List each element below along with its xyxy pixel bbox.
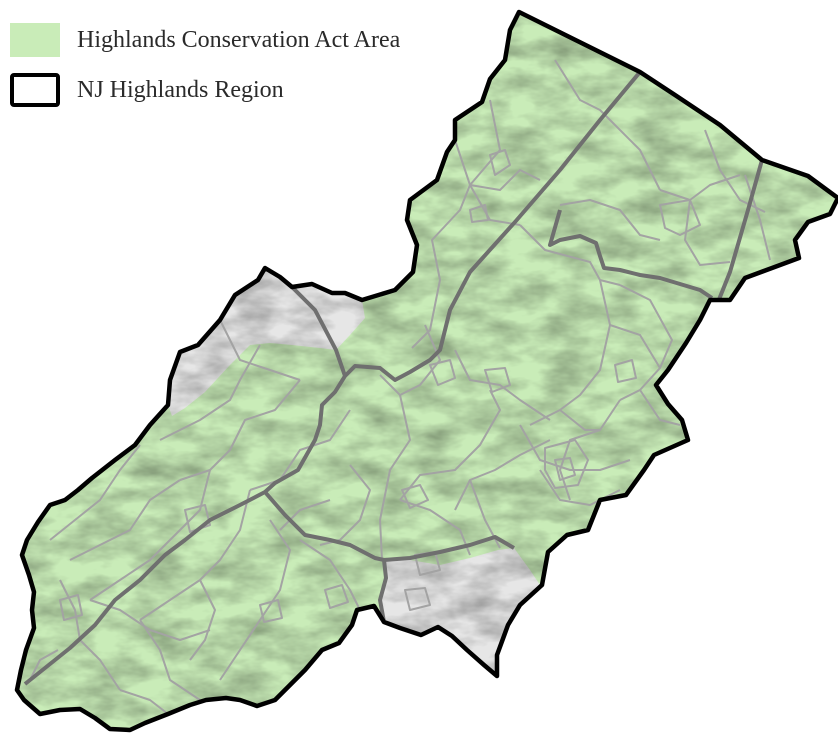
map-legend: Highlands Conservation Act Area NJ Highl… — [10, 22, 400, 122]
legend-item-act-area: Highlands Conservation Act Area — [10, 22, 400, 58]
nj-highlands-region-outline — [14, 9, 838, 733]
county-boundaries — [23, 70, 764, 686]
region-outline-swatch — [10, 73, 60, 107]
legend-label-region: NJ Highlands Region — [77, 77, 284, 103]
legend-label-act-area: Highlands Conservation Act Area — [77, 27, 401, 53]
legend-item-region: NJ Highlands Region — [10, 72, 400, 108]
act-area-swatch — [10, 23, 60, 57]
